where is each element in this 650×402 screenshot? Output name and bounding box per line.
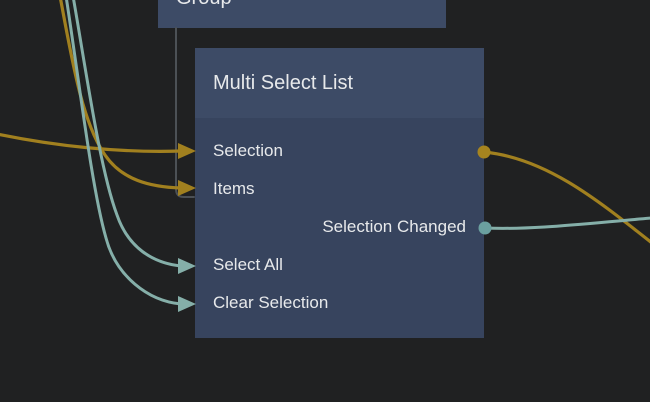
port-row-selection[interactable]: Selection (213, 141, 283, 160)
wire-selection-changed-out (483, 216, 650, 230)
wire-group-to-items (175, 27, 195, 198)
wire-items-in (59, 0, 183, 190)
wire-selection-out (482, 150, 650, 244)
port-arrow-select-all-icon[interactable] (178, 258, 196, 274)
port-arrow-selection-icon[interactable] (178, 143, 196, 159)
node-multi-select-list-body: Selection Items Selection Changed Select… (195, 118, 484, 338)
wire-selection-in (0, 132, 183, 153)
wire-select-all-in (72, 0, 183, 268)
port-row-items[interactable]: Items (213, 179, 255, 198)
node-multi-select-list[interactable]: Multi Select List Selection Items Select… (195, 48, 484, 338)
port-arrow-clear-selection-icon[interactable] (178, 296, 196, 312)
wire-clear-selection-in (65, 0, 183, 306)
node-group-title: Group (158, 0, 446, 28)
port-row-selection-changed[interactable]: Selection Changed (322, 217, 466, 236)
node-group[interactable]: Group (158, 0, 446, 28)
node-multi-select-list-title: Multi Select List (195, 48, 484, 118)
port-row-clear-selection[interactable]: Clear Selection (213, 293, 329, 312)
port-row-select-all[interactable]: Select All (213, 255, 283, 274)
port-arrow-items-icon[interactable] (178, 180, 196, 196)
